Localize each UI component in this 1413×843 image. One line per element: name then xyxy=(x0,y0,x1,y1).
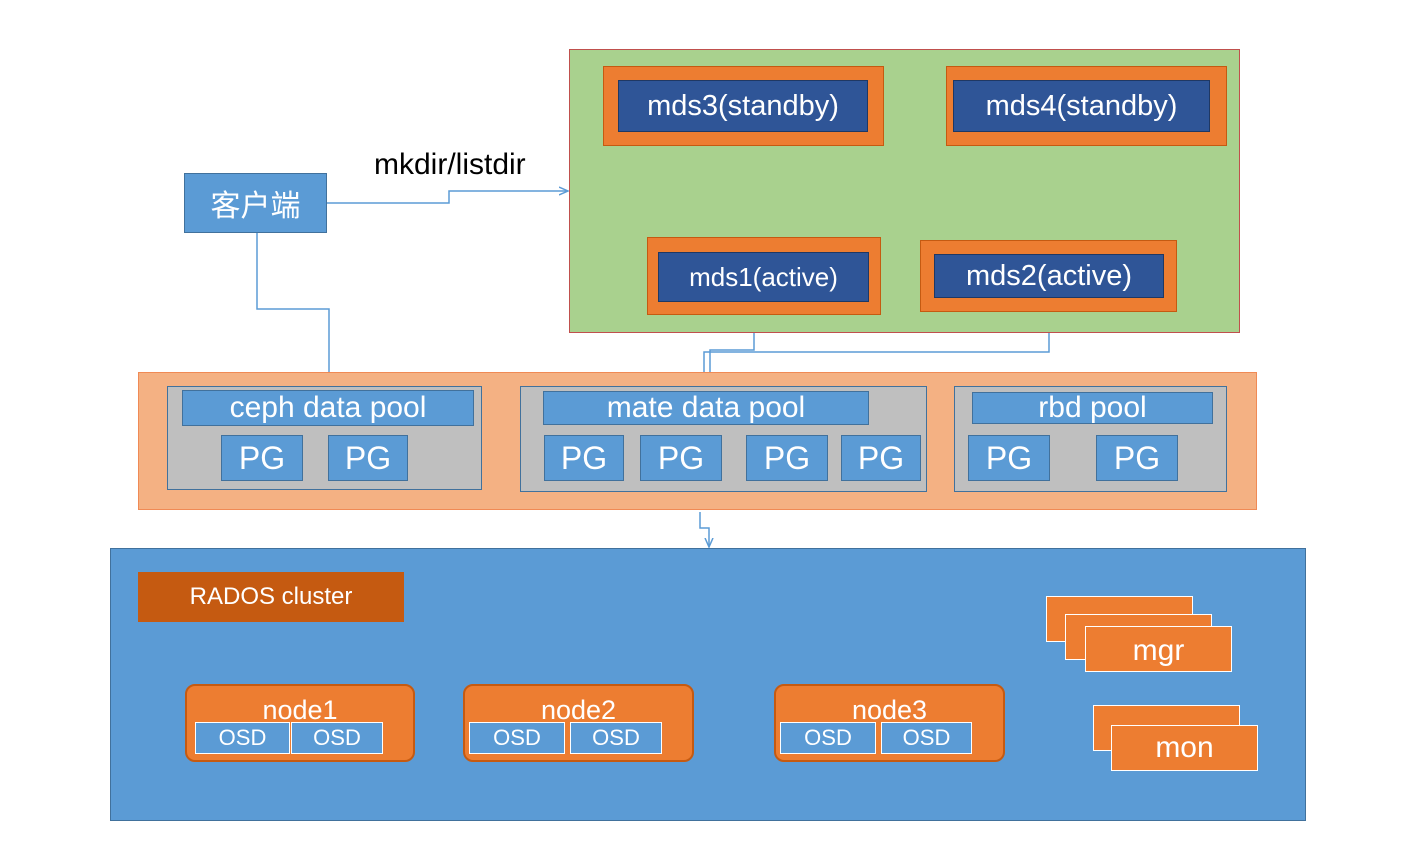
node-name: node3 xyxy=(851,694,928,725)
osd-box: OSD xyxy=(469,722,565,754)
pg-box: PG xyxy=(221,435,303,481)
client-to-mds-connector xyxy=(327,191,567,204)
node-name: node2 xyxy=(540,694,617,725)
command-label: mkdir/listdir xyxy=(374,148,526,181)
ceph-data-pool-title: ceph data pool xyxy=(182,390,474,426)
node2-box: node2 OSD OSD xyxy=(463,684,694,762)
mds4-label: mds4(standby) xyxy=(953,80,1210,132)
osd-box: OSD xyxy=(570,722,662,754)
mds4-box: mds4(standby) xyxy=(946,66,1227,146)
mds1-box: mds1(active) xyxy=(647,237,881,315)
pg-box: PG xyxy=(544,435,624,481)
rbd-pool: rbd pool PG PG xyxy=(954,386,1227,492)
ceph-data-pool: ceph data pool PG PG xyxy=(167,386,482,490)
osd-box: OSD xyxy=(881,722,972,754)
pg-box: PG xyxy=(1096,435,1178,481)
mgr-box: mgr xyxy=(1085,626,1232,672)
mds3-label: mds3(standby) xyxy=(618,80,868,132)
client-box: 客户端 xyxy=(184,173,327,233)
pg-box: PG xyxy=(746,435,828,481)
mds3-box: mds3(standby) xyxy=(603,66,884,146)
mate-data-pool-title: mate data pool xyxy=(543,391,869,425)
pools-to-rados-connector xyxy=(699,512,709,546)
node3-box: node3 OSD OSD xyxy=(774,684,1005,762)
osd-box: OSD xyxy=(291,722,383,754)
pg-box: PG xyxy=(968,435,1050,481)
pg-box: PG xyxy=(640,435,722,481)
client-to-ceph-pool-connector xyxy=(256,233,329,385)
pg-box: PG xyxy=(841,435,921,481)
mds2-label: mds2(active) xyxy=(934,254,1164,298)
rbd-pool-title: rbd pool xyxy=(972,391,1213,424)
node1-box: node1 OSD OSD xyxy=(185,684,415,762)
mds1-label: mds1(active) xyxy=(658,252,869,302)
osd-box: OSD xyxy=(780,722,876,754)
mate-data-pool: mate data pool PG PG PG PG xyxy=(520,386,927,492)
mds2-box: mds2(active) xyxy=(920,240,1177,312)
pg-box: PG xyxy=(328,435,408,481)
mon-box: mon xyxy=(1111,725,1258,771)
osd-box: OSD xyxy=(195,722,290,754)
rados-cluster-label: RADOS cluster xyxy=(138,572,404,622)
node-name: node1 xyxy=(262,694,338,725)
